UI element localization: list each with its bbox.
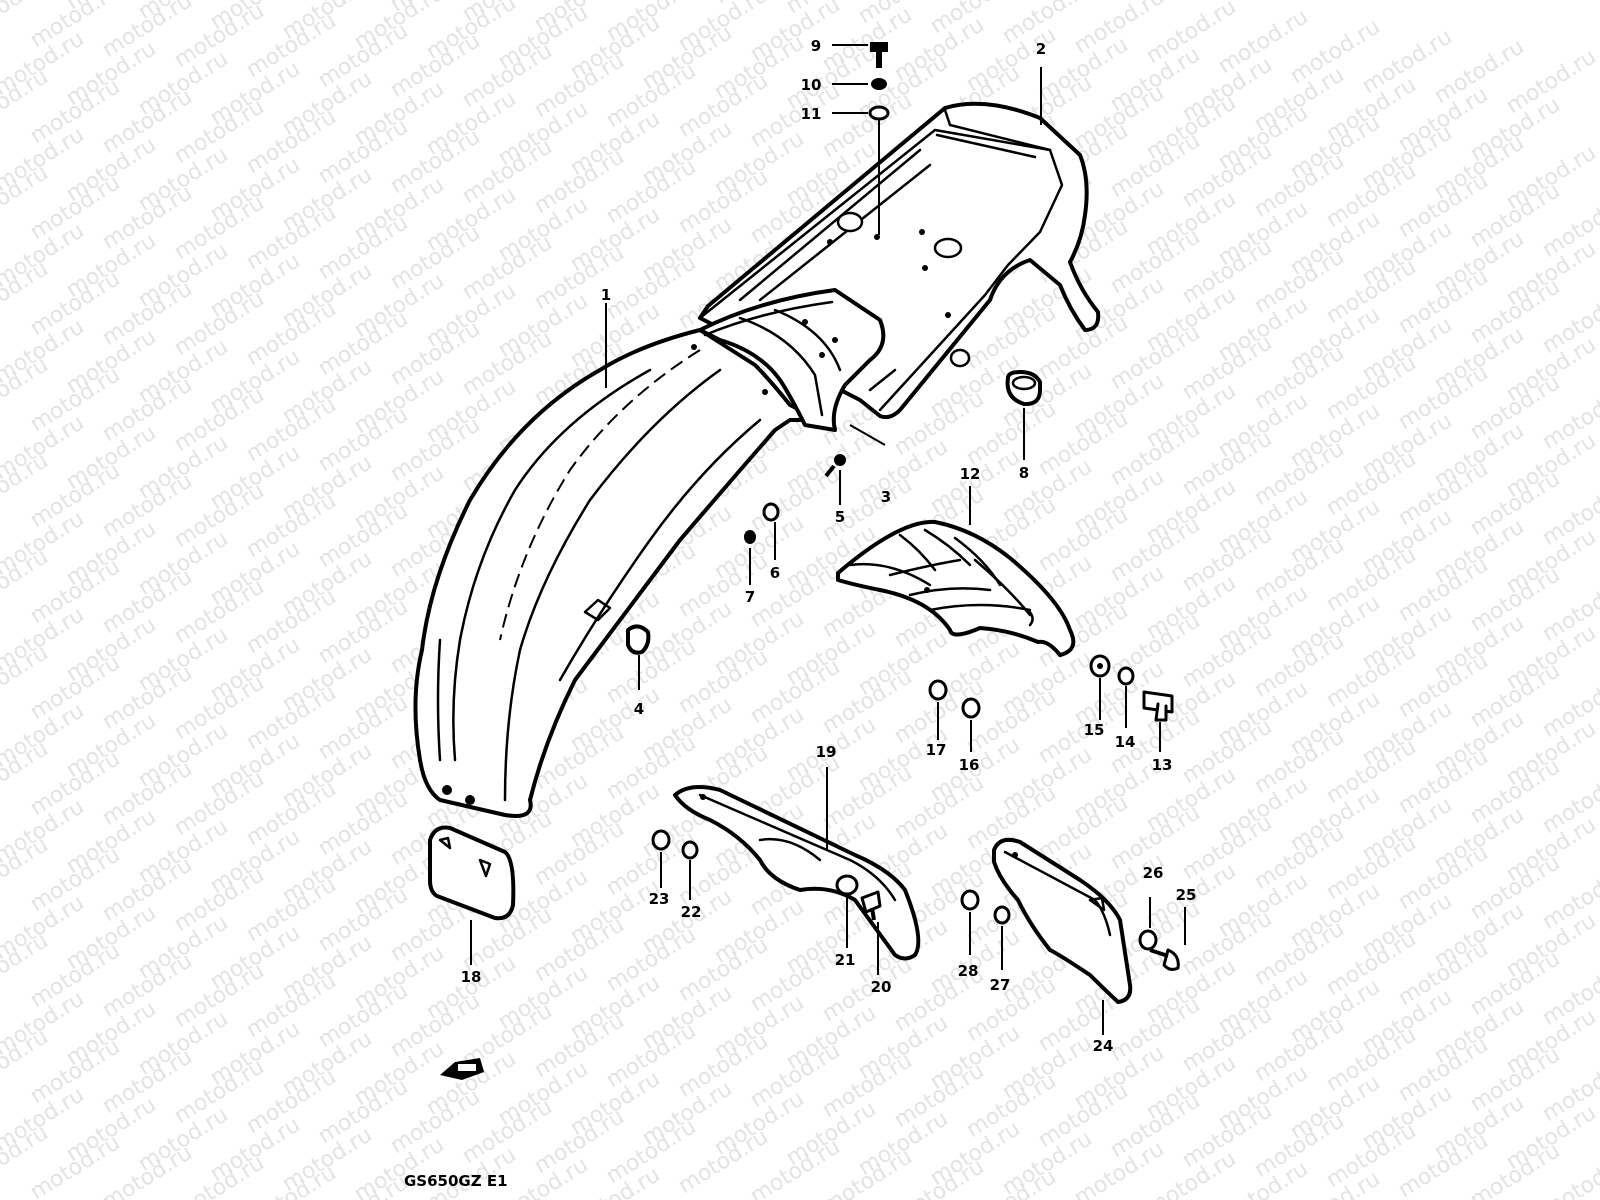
callout-2: 2 bbox=[1036, 40, 1046, 58]
part-9-bolt bbox=[870, 42, 888, 68]
part-12-splash-guard bbox=[836, 519, 1076, 657]
part-18-reflector bbox=[428, 825, 516, 921]
callout-18: 18 bbox=[461, 968, 482, 986]
callout-27: 27 bbox=[990, 976, 1011, 994]
callout-24: 24 bbox=[1093, 1037, 1114, 1055]
callout-11: 11 bbox=[801, 105, 822, 123]
part-13-bolt bbox=[1142, 690, 1174, 722]
part-23-nut bbox=[651, 829, 671, 851]
callout-8: 8 bbox=[1019, 464, 1029, 482]
callout-labels: 1 2 3 4 5 6 7 8 9 10 11 12 13 14 15 16 1… bbox=[461, 37, 1197, 1055]
callout-17: 17 bbox=[926, 741, 947, 759]
part-6-washer bbox=[762, 502, 780, 522]
callout-19: 19 bbox=[816, 743, 837, 761]
callout-6: 6 bbox=[770, 564, 780, 582]
part-14-lock-washer bbox=[1117, 666, 1135, 686]
leader-lines bbox=[470, 44, 1186, 1035]
part-7-nut bbox=[744, 530, 756, 544]
callout-16: 16 bbox=[959, 756, 980, 774]
part-10-lock-washer bbox=[871, 78, 887, 90]
callout-1: 1 bbox=[601, 286, 611, 304]
part-19-bracket bbox=[673, 784, 921, 961]
part-22-washer bbox=[681, 840, 699, 860]
callout-4: 4 bbox=[634, 700, 644, 718]
part-26-washer bbox=[1138, 929, 1158, 951]
part-20-screw bbox=[860, 890, 882, 921]
diagram-code: GS650GZ E1 bbox=[404, 1172, 508, 1190]
part-3-fender-joint-cover bbox=[698, 288, 886, 432]
callout-15: 15 bbox=[1084, 721, 1105, 739]
callout-3: 3 bbox=[881, 488, 891, 506]
part-16-washer bbox=[961, 697, 981, 719]
callout-9: 9 bbox=[811, 37, 821, 55]
callout-12: 12 bbox=[960, 465, 981, 483]
part-15-washer bbox=[1089, 654, 1111, 678]
part-24-mud-guard bbox=[992, 837, 1133, 1004]
part-27-washer bbox=[993, 905, 1011, 925]
callout-10: 10 bbox=[801, 76, 822, 94]
part-17-nut bbox=[928, 679, 948, 701]
front-direction-arrow-icon bbox=[440, 1058, 484, 1080]
callout-20: 20 bbox=[871, 978, 892, 996]
callout-21: 21 bbox=[835, 951, 856, 969]
callout-26: 26 bbox=[1143, 864, 1164, 882]
part-1-rear-fender bbox=[413, 328, 822, 818]
callout-22: 22 bbox=[681, 903, 702, 921]
callout-13: 13 bbox=[1152, 756, 1173, 774]
callout-14: 14 bbox=[1115, 733, 1136, 751]
callout-5: 5 bbox=[835, 508, 845, 526]
callout-28: 28 bbox=[958, 962, 979, 980]
callout-7: 7 bbox=[745, 588, 755, 606]
part-25-screw bbox=[1149, 948, 1180, 971]
part-4-cushion bbox=[626, 624, 651, 655]
part-11-washer bbox=[868, 105, 890, 121]
callout-25: 25 bbox=[1176, 886, 1197, 904]
part-8-cushion bbox=[1005, 370, 1042, 407]
part-5-screw bbox=[824, 454, 846, 478]
part-28-nut bbox=[960, 889, 980, 911]
callout-23: 23 bbox=[649, 890, 670, 908]
